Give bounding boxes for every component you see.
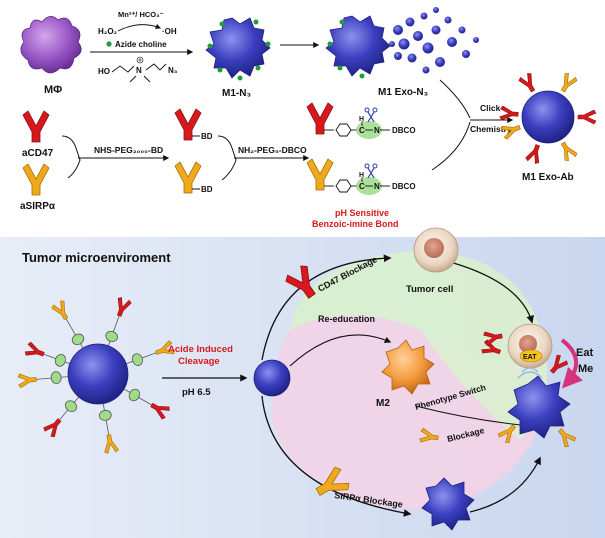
acid-cleavage-line2: Cleavage [178, 356, 220, 367]
acd47-bd-antibody-icon [174, 108, 202, 141]
tumor-cell-label: Tumor cell [406, 284, 453, 295]
asirpa-label: aSIRPα [20, 201, 56, 212]
oh-label: ·OH [162, 27, 177, 36]
asirpa-bd-antibody-icon [174, 161, 202, 194]
loaded-exosome [17, 295, 177, 455]
green-region [290, 250, 545, 366]
m2-label: M2 [376, 398, 390, 409]
m1-exo-ab-label: M1 Exo-Ab [522, 172, 574, 183]
m2-macrophage [381, 339, 435, 395]
imine-bond-2 [324, 163, 390, 195]
m1-secreting-cell [325, 15, 391, 79]
bd-label-2: BD [201, 185, 213, 194]
eat-me-line2: Me [578, 363, 593, 375]
eat-me-arrow [560, 338, 583, 389]
sirpa-path-arrow [261, 395, 412, 517]
tumor-cell [413, 227, 459, 273]
bd-label-1: BD [201, 132, 213, 141]
plus-sign-icon [138, 58, 142, 62]
imine-c-1: C [359, 126, 365, 135]
dbco-label-1: DBCO [392, 126, 416, 135]
reagent-curve-arrow [117, 23, 162, 32]
eat-label: EAT [523, 354, 537, 361]
macrophage-cell [20, 16, 82, 74]
nhs-peg-label: NHS-PEG₂₀₀₀-BD [94, 145, 163, 155]
h2o2-label: H₂O₂ [98, 27, 118, 36]
azide-dot-icon [106, 41, 112, 47]
imine-bond-1 [324, 107, 390, 139]
bare-exosome [253, 359, 291, 397]
acd47-dbco-antibody-icon [306, 102, 334, 135]
imine-n-1: N [374, 126, 380, 135]
click-label-1: Click [480, 103, 501, 113]
choline-chain [111, 65, 135, 73]
dbco-label-2: DBCO [392, 182, 416, 191]
scissors-icon [367, 167, 375, 179]
eat-me-line1: Eat [576, 347, 593, 359]
ph-sensitive-line2: Benzoic-imine Bond [312, 219, 399, 229]
imine-n-2: N [374, 182, 380, 191]
ph-label: pH 6.5 [182, 387, 211, 398]
asirpa-dbco-antibody-icon [306, 158, 334, 191]
tumor-to-eat-arrow [449, 261, 534, 324]
choline-n3: N₃ [168, 66, 178, 75]
scissors-icon [367, 111, 375, 123]
mphi-label: MΦ [44, 84, 62, 96]
imine-h-2: H [359, 172, 364, 179]
azide-choline-label: Azide choline [115, 40, 167, 49]
sirpa-to-eat-arrow [469, 456, 541, 513]
acd47-label: aCD47 [22, 148, 54, 159]
merge-bracket-2 [217, 135, 237, 181]
ab-merge-curve [431, 121, 471, 171]
nh2-peg-label: NH₂-PEG₅-DBCO [238, 145, 307, 155]
m1-exo-n3-label: M1 Exo-N₃ [378, 87, 429, 98]
exosome-cloud [389, 7, 479, 74]
m1-exo-ab-particle [499, 71, 597, 165]
imine-h-1: H [359, 116, 364, 123]
click-label-2: Chemistry [470, 124, 512, 134]
imine-c-2: C [359, 182, 365, 191]
merge-bracket-1 [61, 135, 81, 179]
re-education-label: Re-education [318, 314, 375, 324]
choline-ho: HO [98, 67, 110, 76]
ph-sensitive-line1: pH Sensitive [335, 208, 389, 218]
acd47-antibody-icon [22, 110, 50, 143]
acid-cleavage-line1: Acide Induced [168, 344, 233, 355]
m1-macrophage-bottom [421, 477, 475, 531]
tme-title: Tumor microenviroment [22, 250, 171, 265]
eat-badge [519, 349, 543, 363]
m1-n3-label: M1-N₃ [222, 88, 251, 99]
reagent-mn-hco3: Mn²⁺/ HCO₃⁻ [118, 10, 164, 19]
exo-merge-curve [439, 79, 471, 119]
choline-n: N [136, 66, 142, 75]
asirpa-antibody-icon [22, 163, 50, 196]
phenotype-switch-arrow [415, 405, 532, 429]
re-education-arrow [289, 334, 392, 367]
choline-branches [129, 63, 167, 83]
plus-charge-icon [136, 56, 144, 64]
m1-n3-cell [205, 17, 271, 81]
